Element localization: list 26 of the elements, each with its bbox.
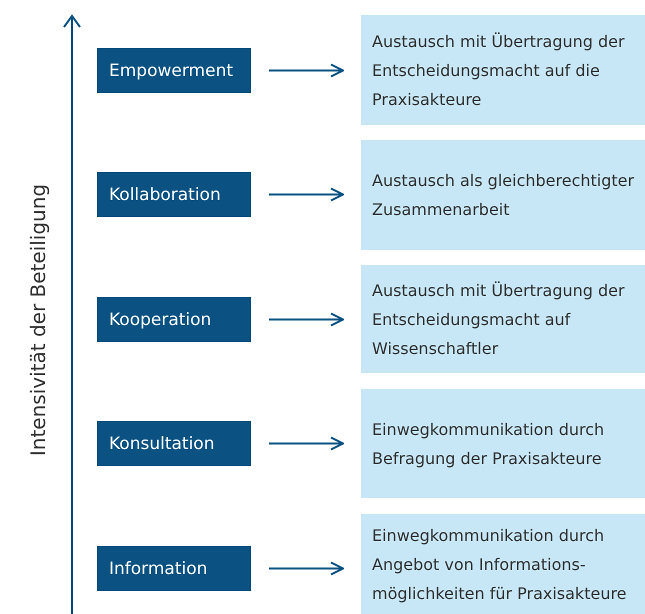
arrow [269,312,344,326]
level-box [97,172,251,217]
level-box [97,546,251,591]
description-text: Austausch mit Übertragung der Entscheidungsmacht auf Wissenschaftler [372,280,626,360]
description-box [361,265,645,373]
axis-label: Intensivität der Beteiligung [26,184,50,456]
description-text: Einwegkommunikation durch Angebot von Informations-möglichkeiten für Praxisakteure [372,524,628,604]
level-label: Empowerment [109,60,234,80]
arrow [269,562,344,576]
description-text: Austausch mit Übertragung der Entscheidungsmacht auf die Praxisakteure [372,30,626,110]
description-box [361,514,645,614]
level-label: Konsultation [109,434,214,454]
description-box [361,140,645,250]
arrow [269,188,344,202]
level-box [97,297,251,342]
arrow [269,436,344,450]
level-label: Kollaboration [109,184,221,204]
description-text: Einwegkommunikation durch Befragung der Praxisakteure [372,418,606,470]
arrow [269,64,344,78]
description-text: Austausch als gleichberechtigter Zusammenarbeit [372,170,636,221]
description-box [361,15,645,125]
level-box [97,421,251,466]
level-box [97,48,251,93]
level-label: Kooperation [109,310,212,330]
level-label: Information [109,558,208,578]
description-box [361,389,645,498]
